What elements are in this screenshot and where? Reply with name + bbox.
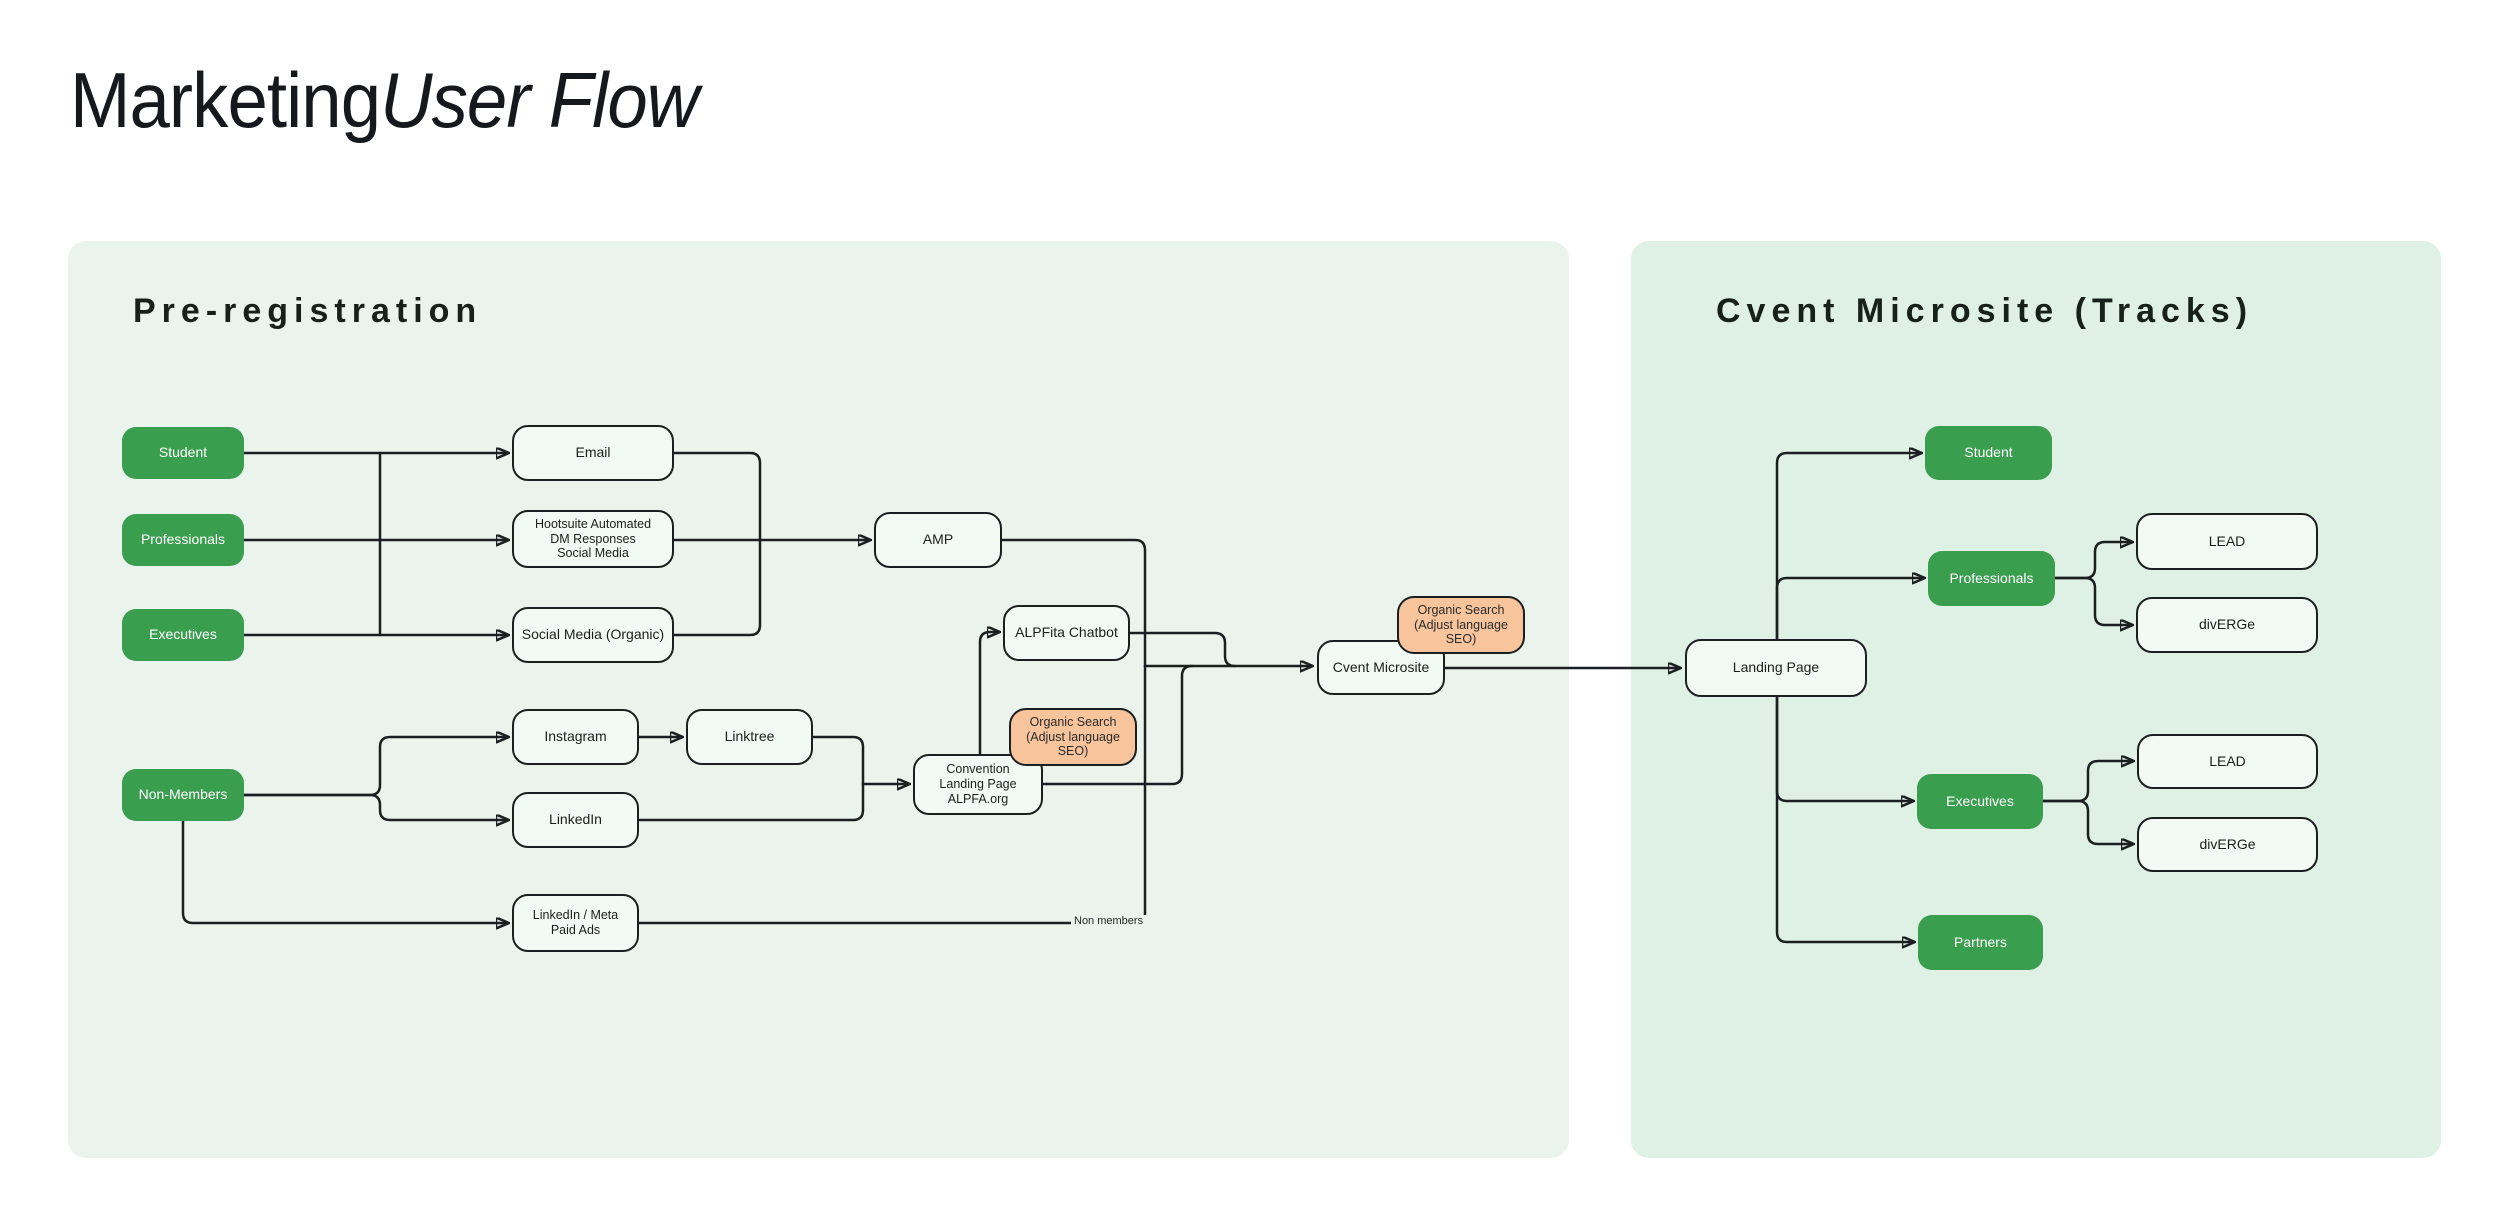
- section-pre-registration: [68, 241, 1569, 1158]
- edge-email-merge[interactable]: [672, 451, 762, 542]
- node-social-media-organic[interactable]: Social Media (Organic): [512, 607, 674, 663]
- node-non-members[interactable]: Non-Members: [122, 769, 244, 821]
- edge-landing-partners[interactable]: [1775, 695, 1914, 942]
- section-cvent-microsite: [1631, 241, 2441, 1158]
- node-professionals[interactable]: Professionals: [122, 514, 244, 566]
- node-executives-track[interactable]: Executives: [1917, 774, 2043, 829]
- node-linktree[interactable]: Linktree: [686, 709, 813, 765]
- node-instagram[interactable]: Instagram: [512, 709, 639, 765]
- node-student-track[interactable]: Student: [1925, 426, 2052, 480]
- node-email[interactable]: Email: [512, 425, 674, 481]
- page-title-italic: User Flow: [380, 56, 699, 144]
- edge-nm-to-paidads[interactable]: [181, 819, 508, 923]
- node-lead-1[interactable]: LEAD: [2136, 513, 2318, 570]
- node-paid-ads[interactable]: LinkedIn / Meta Paid Ads: [512, 894, 639, 952]
- edge-paidads-nonmembers[interactable]: [637, 664, 1147, 925]
- edge-landing-professionals[interactable]: [1775, 578, 1924, 641]
- node-partners-track[interactable]: Partners: [1918, 915, 2043, 970]
- section-title-cvent-microsite: Cvent Microsite (Tracks): [1716, 292, 2254, 330]
- edge-exec-to-diverge[interactable]: [2041, 799, 2133, 844]
- section-title-pre-registration: Pre-registration: [133, 292, 483, 330]
- node-diverge-1[interactable]: divERGe: [2136, 597, 2318, 653]
- edge-nm-to-instagram[interactable]: [242, 737, 508, 797]
- page-title: MarketingUser Flow: [70, 56, 699, 144]
- edge-landing-executives[interactable]: [1775, 695, 1913, 801]
- node-professionals-track[interactable]: Professionals: [1928, 551, 2055, 606]
- edge-smo-merge[interactable]: [672, 538, 762, 637]
- page-title-regular: Marketing: [70, 56, 381, 144]
- edge-prof-to-lead[interactable]: [2053, 542, 2132, 580]
- node-organic-search-1[interactable]: Organic Search (Adjust language SEO): [1009, 708, 1137, 766]
- node-amp[interactable]: AMP: [874, 512, 1002, 568]
- node-hootsuite[interactable]: Hootsuite Automated DM Responses Social …: [512, 510, 674, 568]
- edge-nm-to-linkedin[interactable]: [242, 793, 508, 820]
- edge-clp-to-merge[interactable]: [1041, 664, 1194, 786]
- edge-amp-to-merge[interactable]: [1000, 538, 1147, 668]
- edge-label-non-members: Non members: [1071, 915, 1147, 927]
- edge-prof-to-diverge[interactable]: [2053, 576, 2132, 625]
- edge-clp-to-chatbot[interactable]: [978, 632, 999, 756]
- node-lead-2[interactable]: LEAD: [2137, 734, 2318, 789]
- node-alpfita-chatbot[interactable]: ALPFita Chatbot: [1003, 605, 1130, 661]
- node-linkedin[interactable]: LinkedIn: [512, 792, 639, 848]
- edge-chatbot-to-merge[interactable]: [1128, 631, 1237, 668]
- node-diverge-2[interactable]: divERGe: [2137, 817, 2318, 872]
- node-student[interactable]: Student: [122, 427, 244, 479]
- edge-linkedin-merge[interactable]: [637, 782, 865, 822]
- edge-linktree-merge[interactable]: [811, 735, 865, 786]
- edge-landing-student[interactable]: [1775, 453, 1921, 641]
- node-landing-page[interactable]: Landing Page: [1685, 639, 1867, 697]
- node-organic-search-2[interactable]: Organic Search (Adjust language SEO): [1397, 596, 1525, 654]
- edge-exec-to-lead[interactable]: [2041, 761, 2133, 803]
- node-executives[interactable]: Executives: [122, 609, 244, 661]
